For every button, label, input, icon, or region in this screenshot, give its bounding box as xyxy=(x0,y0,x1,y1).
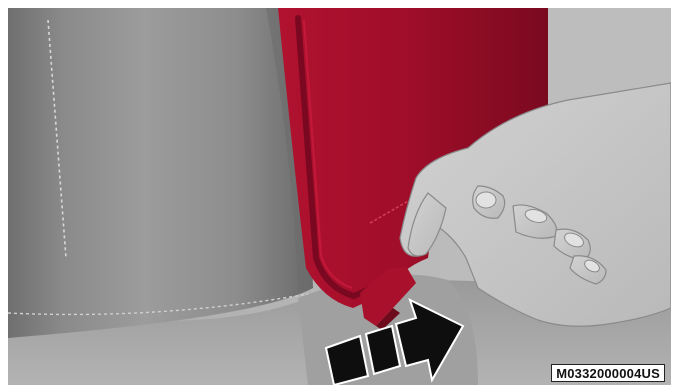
image-code-label: M0332000004US xyxy=(551,364,665,382)
gray-cylinder xyxy=(8,8,313,338)
illustration-frame: M0332000004US xyxy=(8,8,671,385)
illustration xyxy=(8,8,671,385)
